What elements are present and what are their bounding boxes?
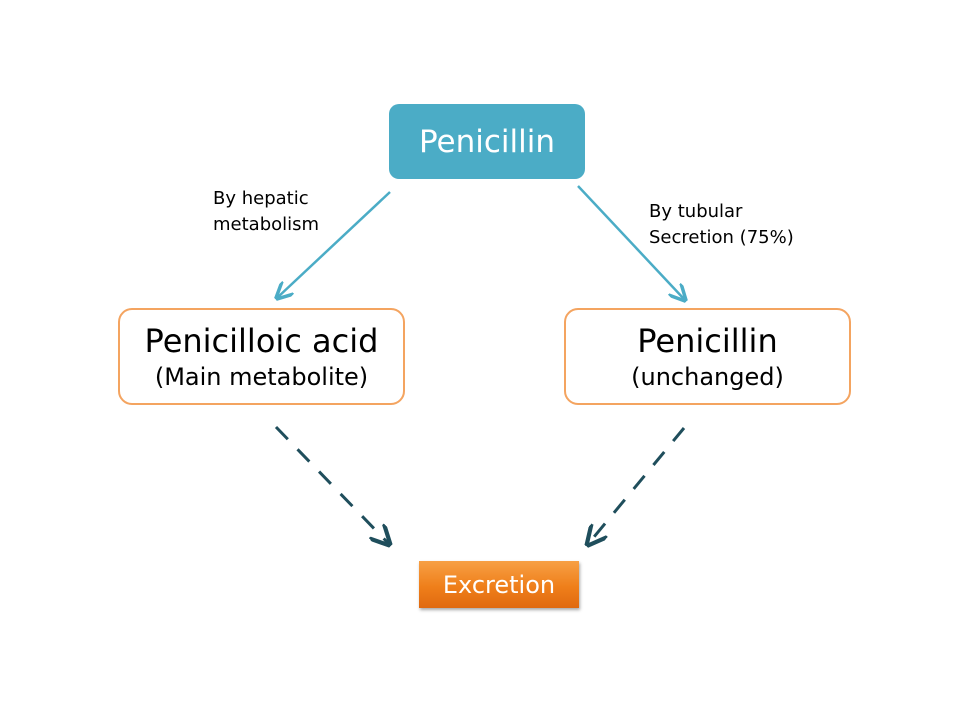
edge-label-hepatic-line2: metabolism [213, 214, 320, 235]
edge-label-tubular-line1: By tubular [649, 201, 743, 222]
edge-label-tubular: By tubular Secretion (75%) [649, 199, 794, 251]
node-penicilloic-acid-subtitle: (Main metabolite) [154, 362, 369, 391]
node-penicillin: Penicillin [389, 104, 585, 179]
node-penicilloic-acid: Penicilloic acid (Main metabolite) [118, 308, 405, 405]
arrow-tubular-secretion [577, 185, 684, 299]
dashed-arrow-right-to-excretion [589, 427, 686, 543]
node-penicillin-unchanged-subtitle: (unchanged) [631, 362, 784, 391]
node-penicillin-unchanged: Penicillin (unchanged) [564, 308, 851, 405]
edge-label-hepatic: By hepatic metabolism [213, 186, 319, 238]
node-penicillin-label: Penicillin [418, 123, 556, 160]
node-excretion: Excretion [419, 561, 579, 608]
node-excretion-label: Excretion [442, 570, 556, 599]
edge-label-tubular-line2: Secretion (75%) [649, 227, 794, 248]
dashed-arrow-left-to-excretion [274, 425, 388, 543]
edge-label-hepatic-line1: By hepatic [213, 188, 309, 209]
arrow-hepatic-metabolism [278, 191, 391, 297]
node-penicillin-unchanged-title: Penicillin [637, 321, 778, 360]
node-penicilloic-acid-title: Penicilloic acid [144, 321, 379, 360]
